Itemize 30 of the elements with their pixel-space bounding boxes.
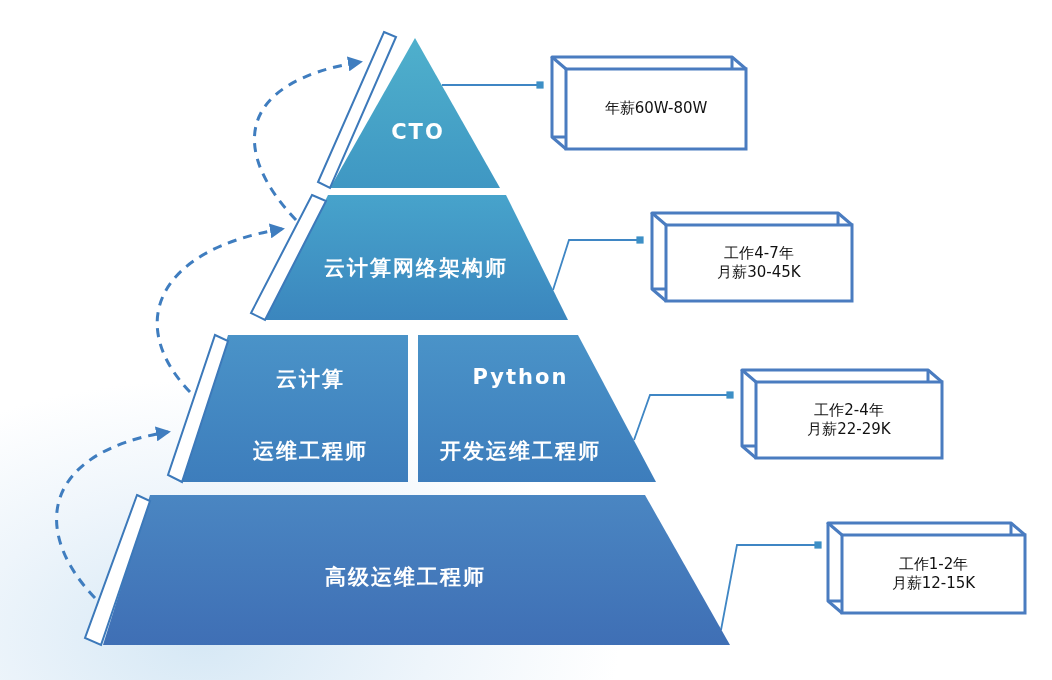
leader-line <box>633 391 734 441</box>
tier-label: 云计算网络架构师 <box>323 255 508 282</box>
box-text: 工作4-7年 <box>724 243 794 263</box>
box-text: 年薪60W-80W <box>604 99 708 119</box>
tier-label: 云计算 <box>276 366 345 393</box>
leader-line <box>441 81 544 89</box>
pyramid-tier <box>318 32 500 188</box>
dashed-arrow <box>55 427 171 599</box>
tier-label: Python <box>472 365 569 389</box>
info-box <box>652 213 852 301</box>
box-text: 月薪22-29K <box>807 420 891 440</box>
leader-line <box>552 236 644 291</box>
dashed-arrow <box>253 57 363 221</box>
pyramid-tier <box>248 195 568 320</box>
info-box <box>552 57 746 149</box>
info-box <box>742 370 942 458</box>
info-box <box>828 523 1025 613</box>
tier-label: 高级运维工程师 <box>324 564 486 591</box>
tier-label: CTO <box>391 120 445 144</box>
dashed-arrow <box>155 224 285 393</box>
tier-label: 运维工程师 <box>253 438 368 465</box>
box-text: 工作1-2年 <box>898 554 969 574</box>
box-text: 工作2-4年 <box>814 400 884 420</box>
pyramid-tier <box>85 495 730 645</box>
pyramid-tier <box>418 335 658 482</box>
tier-label: 开发运维工程师 <box>440 438 601 465</box>
box-text: 月薪12-15K <box>891 574 976 594</box>
pyramid-tier <box>168 335 408 482</box>
box-text: 月薪30-45K <box>717 263 801 283</box>
leader-line <box>720 541 822 631</box>
